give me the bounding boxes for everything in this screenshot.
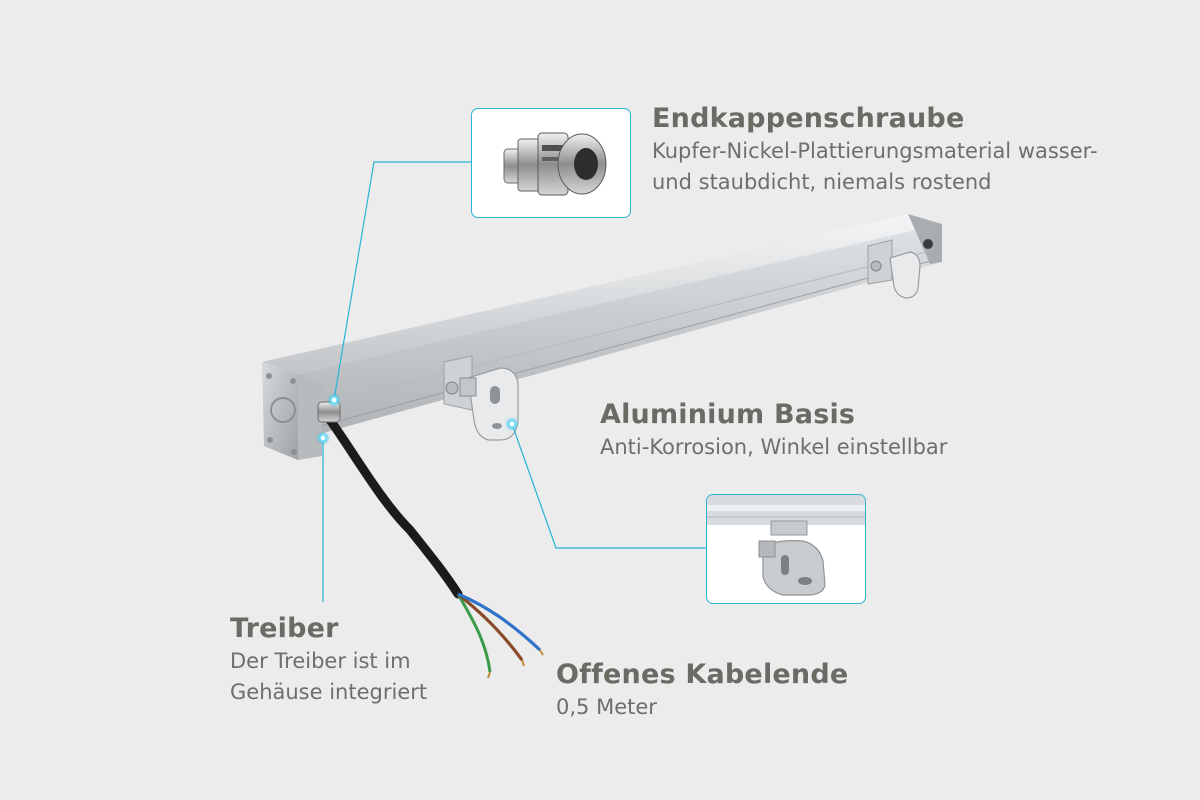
callout-desc-line: Anti-Korrosion, Winkel einstellbar <box>600 435 948 459</box>
callout-title: Treiber <box>230 613 339 644</box>
leader-lines <box>322 161 706 602</box>
mounting-bracket-icon <box>707 495 865 596</box>
callout-desc-line: Der Treiber ist im <box>230 649 411 673</box>
highlight-dots <box>316 393 519 445</box>
callout-open-cable-end: Offenes Kabelende 0,5 Meter <box>556 658 916 723</box>
cable-gland-icon <box>503 132 607 196</box>
callout-title: Endkappenschraube <box>652 103 965 134</box>
cable-gland-inset <box>471 108 631 218</box>
callout-aluminium-base: Aluminium Basis Anti-Korrosion, Winkel e… <box>600 398 1060 463</box>
callout-desc-line: Kupfer-Nickel-Plattierungsmaterial wasse… <box>652 139 1098 163</box>
cable <box>325 415 544 679</box>
callout-title: Offenes Kabelende <box>556 659 849 690</box>
callout-driver: Treiber Der Treiber ist im Gehäuse integ… <box>230 612 490 708</box>
callout-desc-line: 0,5 Meter <box>556 695 657 719</box>
callout-desc-line: und staubdicht, niemals rostend <box>652 170 992 194</box>
callout-end-cap-screw: Endkappenschraube Kupfer-Nickel-Plattier… <box>652 102 1172 198</box>
callout-desc-line: Gehäuse integriert <box>230 680 428 704</box>
callout-title: Aluminium Basis <box>600 399 856 430</box>
rear-mounting-bracket <box>867 239 921 299</box>
bracket-inset <box>706 494 866 604</box>
